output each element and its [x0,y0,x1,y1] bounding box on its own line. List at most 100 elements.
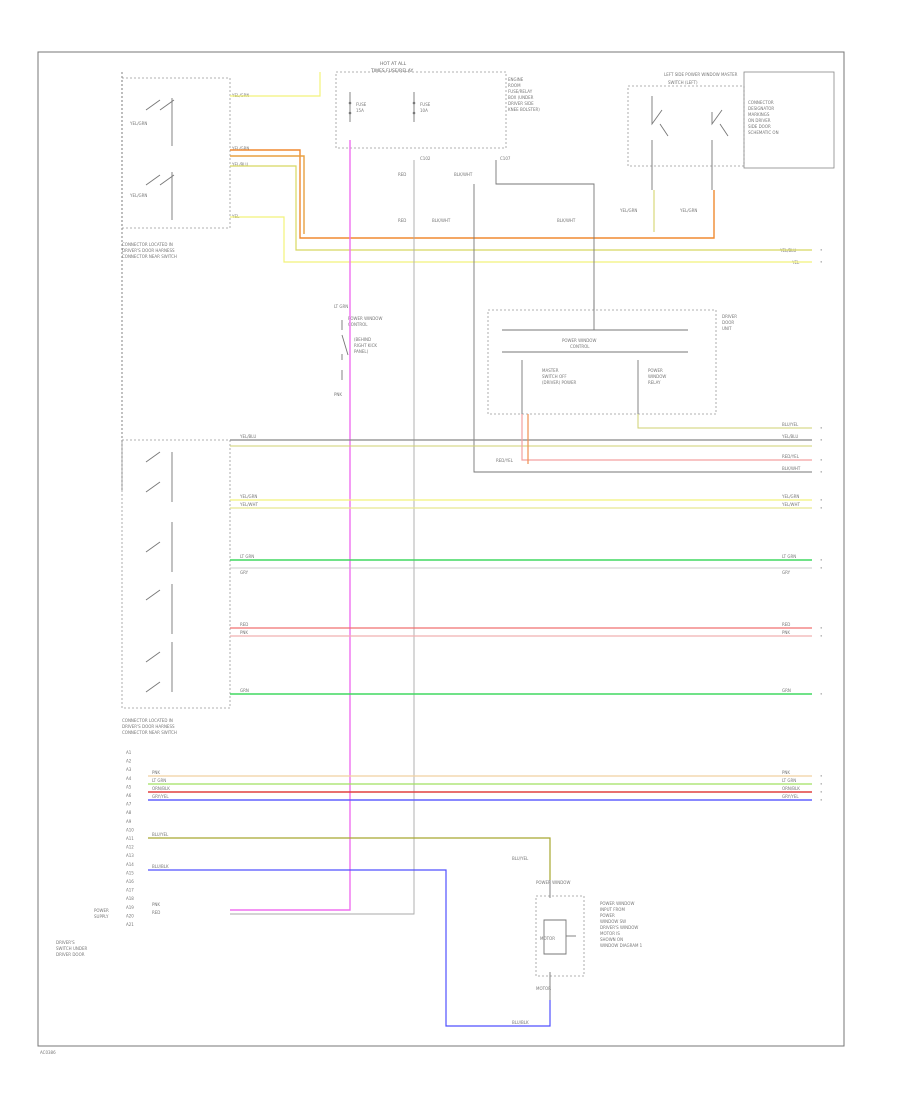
bottom-right-label-0: PNK [782,770,790,775]
mid-left-label-1: YEL/GRN [239,494,257,499]
terminal-marker-6: • [820,498,822,503]
driver-note-1: DRIVER'S [56,940,75,945]
terminal-marker-8: • [820,558,822,563]
switch-note-6: SCHEMATIC ON [748,130,779,135]
module-note-5: DRIVER SIDE [508,101,534,106]
pin-number-12: A13 [126,853,134,858]
wire-blkwht-down [495,160,595,310]
lower-note-3: CONNECTOR NEAR SWITCH [122,730,177,735]
relay-label-1: POWER WINDOW [348,316,382,321]
upper-wire-yelblu: YEL/BLU [231,162,248,167]
terminal-marker-1: • [820,260,822,265]
module-right-item-2: WINDOW [648,374,666,379]
bottom-left-label-6: PNK [152,902,160,907]
terminal-marker-12: • [820,692,822,697]
mid-right-label-8: RED [782,622,790,627]
pin-number-6: A7 [126,802,132,807]
motor-note-2: INPUT FROM [600,907,625,912]
switch-note-1: CONNECTOR [748,100,774,105]
mid-right-label-2: RED/YEL [782,454,800,459]
driver-note-3: DRIVER DOOR [56,952,85,957]
pin-number-8: A9 [126,819,132,824]
pin-number-9: A10 [126,827,134,832]
terminal-marker-15: • [820,790,822,795]
terminal-marker-0: • [820,248,822,253]
mid-right-label-5: YEL/WHT [781,502,801,507]
pin-number-0: A1 [126,750,132,755]
terminal-marker-14: • [820,782,822,787]
terminal-marker-3: • [820,438,822,443]
switch-note-3: MARKINGS [748,112,770,117]
motor-label-0: POWER WINDOW [536,880,570,885]
module-note-b: DOOR [722,320,734,325]
pin-number-3: A4 [126,776,132,781]
diagram-border [37,51,845,1047]
wire-yelgrn-left: YEL/GRN [619,208,637,213]
switch-note-5: SIDE DOOR [748,124,771,129]
upper-note-1: CONNECTOR LOCATED IN [122,242,173,247]
upper-sw-label-2: YEL/GRN [129,193,147,198]
terminal-marker-4: • [820,458,822,463]
motor-note-4: WINDOW SW [600,919,626,924]
terminal-marker-5: • [820,470,822,475]
relay-note-1: (BEHIND [354,337,371,342]
pin-number-19: A20 [126,913,134,918]
motor-wire-bottom: BLU/BLK [512,1020,529,1025]
module-left-item-2: SWITCH OFF [542,374,567,379]
driver-note-2: SWITCH UNDER [56,946,87,951]
fuse-right-rating: 10A [420,108,428,113]
pin-number-10: A11 [126,836,134,841]
power-window-relay: POWER WINDOW CONTROL (BEHIND RIGHT KICK … [334,304,382,397]
top-center-fuse-module: HOT AT ALL TIMES FUSE/RELAY FUSE 15A FUS… [335,61,576,223]
page-code: AC0386 [40,1050,56,1055]
terminal-marker-11: • [820,634,822,639]
mid-left-label-6: PNK [240,630,248,635]
power-supply-2: SUPPLY [94,914,109,919]
mid-right-label-9: PNK [782,630,790,635]
module-right-item-3: RELAY [648,380,661,385]
mid-right-label-10: GRN [782,688,791,693]
mid-right-label-6: LT GRN [782,554,796,559]
mid-right-label-7: GRY [782,570,791,575]
wire-bluyel [148,837,551,880]
relay-pin-bottom: PNK [334,392,342,397]
power-supply-1: POWER [94,908,109,913]
module-left-item-3: (DRIVER) POWER [542,380,577,385]
mid-left-label-5: RED [240,622,248,627]
module-right-item-1: POWER [648,368,663,373]
module-note-c: UNIT [722,326,732,331]
motor-note-6: MOTOR IS [600,931,620,936]
wire-red-top: RED [398,172,406,177]
conn-c107: C107 [500,156,511,161]
terminal-marker-7: • [820,506,822,511]
wire-blkwht-loop [473,184,812,473]
module-note-1: ENGINE [508,77,524,82]
conn-c102: C102 [420,156,431,161]
wire-blublk [148,869,551,1027]
wire-blkwht-mid: BLK/WHT [432,218,451,223]
bottom-left-label-1: LT GRN [152,778,166,783]
motor-note-5: DRIVER'S WINDOW [600,925,638,930]
wire-redyel [521,414,812,461]
motor-note-3: POWER [600,913,615,918]
terminal-marker-2: • [820,426,822,431]
bottom-left-label-7: RED [152,910,160,915]
bottom-right-label-2: ORN/BLK [782,786,800,791]
motor-label-1: MOTOR [540,936,555,941]
wire-red-mid: RED [398,218,406,223]
left-lower-switch-block: CONNECTOR LOCATED IN DRIVER'S DOOR HARNE… [121,439,231,735]
wire-org-1 [230,149,715,239]
pin-number-13: A14 [126,862,134,867]
motor-wire-top: BLU/YEL [512,856,529,861]
pin-number-7: A8 [126,810,132,815]
module-note-3: FUSE/RELAY [508,89,533,94]
motor-note-1: POWER WINDOW [600,901,634,906]
mid-left-label-3: LT GRN [240,554,254,559]
pin-number-20: A21 [126,922,134,927]
upper-note-2: DRIVER'S DOOR HARNESS [122,248,175,253]
module-subtitle: CONTROL [570,344,590,349]
fuse-left-label: FUSE [356,102,367,107]
switch-note-4: ON DRIVER [748,118,771,123]
